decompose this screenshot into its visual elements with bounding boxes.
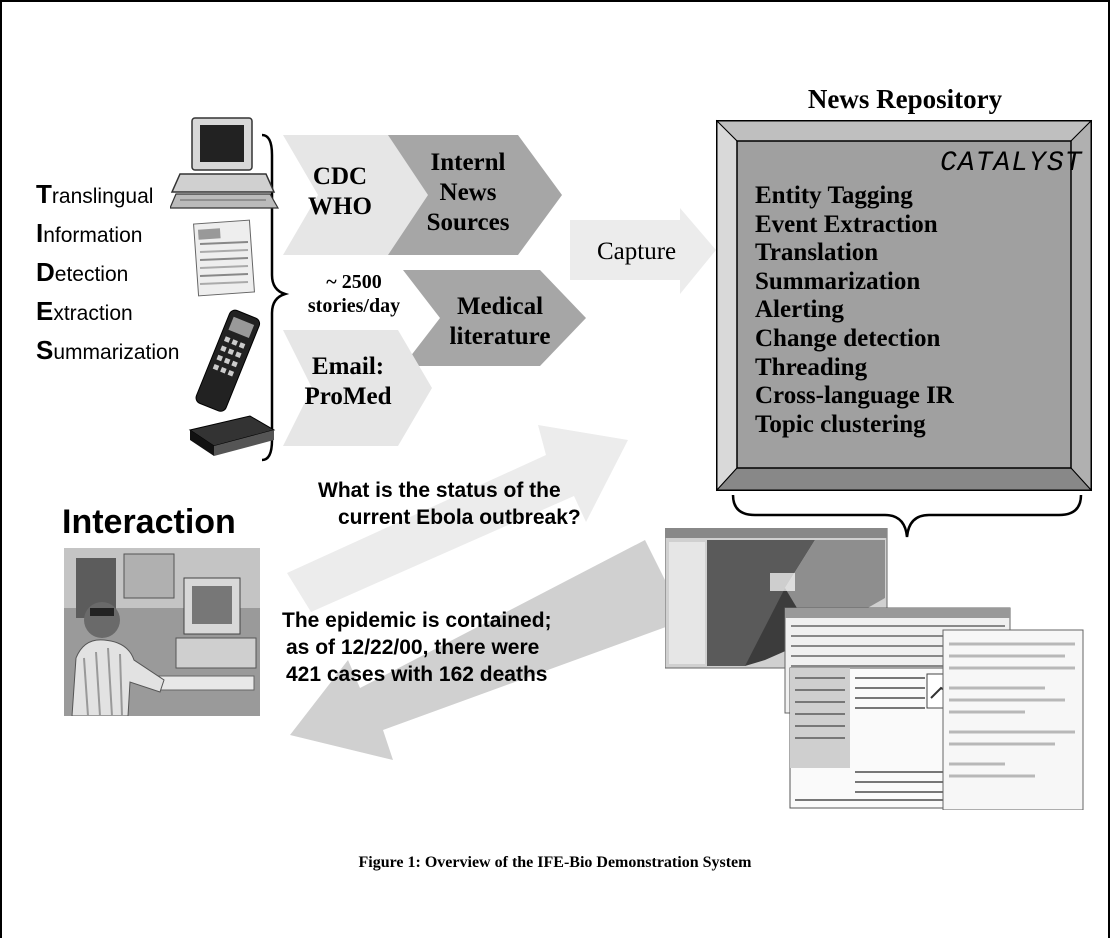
repository-box [715, 119, 1093, 492]
phone-icon [195, 309, 261, 412]
question-arrow [287, 425, 628, 612]
function-item: Entity Tagging [755, 182, 913, 209]
capture-label: Capture [597, 238, 677, 265]
desktop-computer-icon [170, 117, 280, 209]
function-item: Threading [755, 353, 868, 381]
figure-caption: Figure 1: Overview of the IFE-Bio Demons… [358, 854, 752, 871]
function-item: Event Extraction [755, 210, 938, 238]
repository-brace [731, 494, 1083, 538]
screenshot-collage [665, 528, 1084, 810]
chevron-email [283, 330, 432, 446]
answer-arrow [290, 540, 685, 760]
answer-text: The epidemic is contained; as of 12/22/0… [282, 609, 552, 686]
acronym-line: Summarization [36, 335, 180, 365]
chevron-medical [403, 270, 586, 366]
email-label: Email:ProMed [304, 353, 392, 410]
acronym-line: Information [36, 218, 143, 248]
function-item: Summarization [755, 267, 921, 295]
person-at-computer-photo [64, 548, 260, 716]
capture-arrow [570, 208, 716, 294]
catalyst-label: CATALYST [940, 148, 1083, 179]
modem-icon [188, 415, 276, 456]
interaction-title: Interaction [62, 503, 236, 541]
function-item: Topic clustering [755, 410, 926, 438]
repository-title: News Repository [807, 84, 1003, 114]
acronym-line: Detection [36, 257, 129, 287]
repository-functions: Entity Tagging Event Extraction Translat… [755, 182, 954, 439]
text-screenshot [942, 629, 1084, 810]
source-devices [170, 117, 280, 456]
function-item: Cross-language IR [755, 382, 954, 410]
chevron-intl-news [388, 135, 562, 255]
function-item: Translation [755, 239, 879, 267]
sources-bracket [261, 133, 290, 462]
acronym-line: Translingual [36, 179, 154, 209]
acronym-list: Translingual Information Detection Extra… [36, 176, 179, 371]
newspaper-icon [193, 219, 255, 297]
acronym-line: Extraction [36, 296, 133, 326]
function-item: Change detection [755, 324, 941, 352]
chevron-cdc-who [283, 135, 435, 255]
function-item: Alerting [755, 296, 844, 324]
